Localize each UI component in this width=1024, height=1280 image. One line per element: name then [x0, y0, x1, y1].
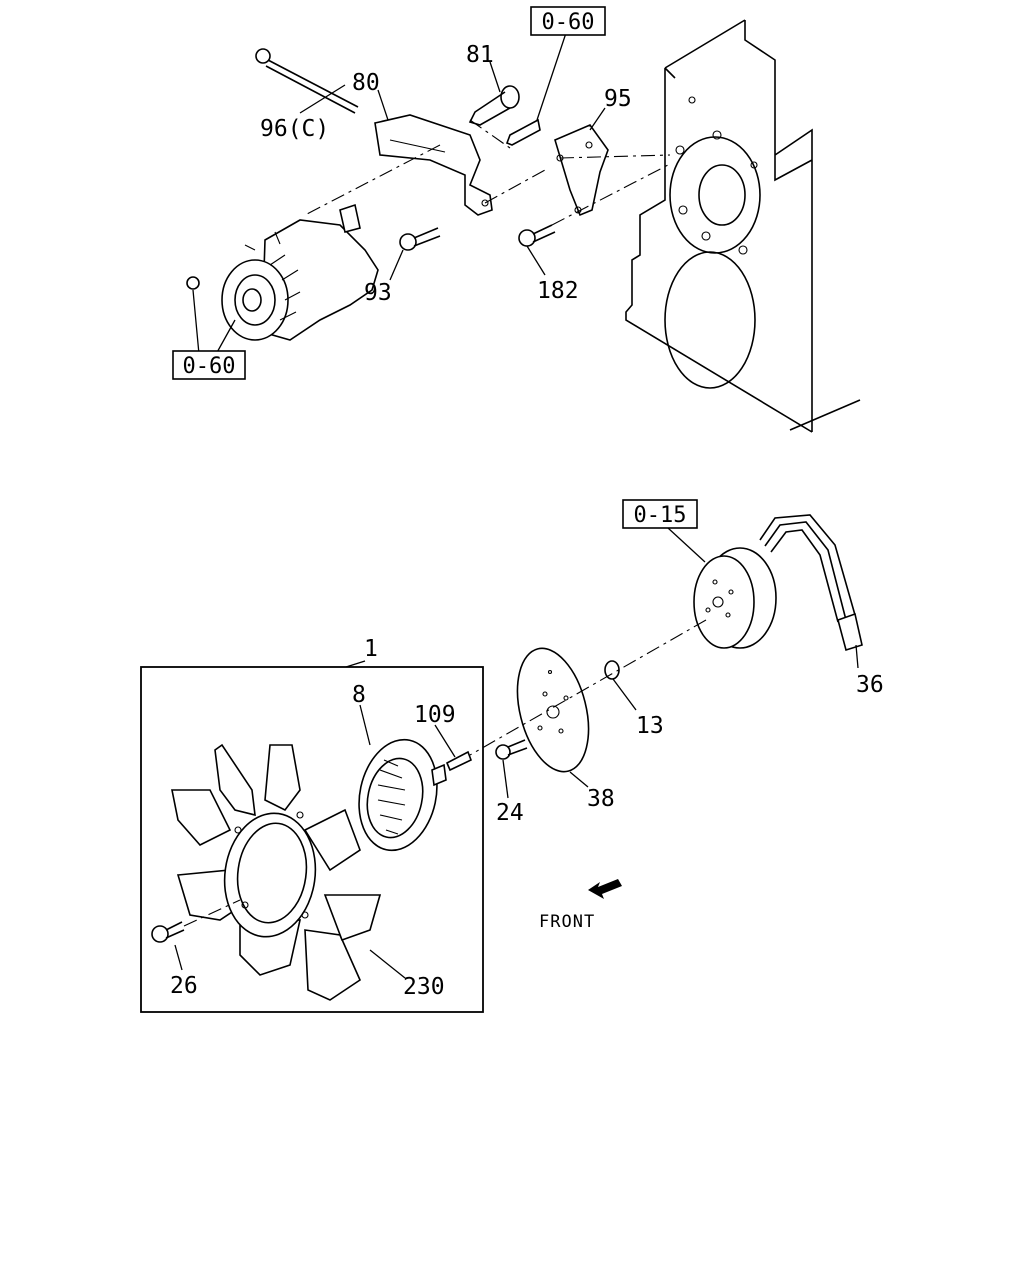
callout-1: 1 — [364, 636, 378, 662]
bolt-81 — [468, 85, 520, 126]
nut-0-60 — [186, 276, 200, 290]
fan-kit-box — [140, 666, 484, 1013]
reference-label: 0-60 — [183, 354, 236, 379]
bolt-26 — [151, 899, 241, 943]
front-arrow-icon — [588, 879, 622, 899]
callout-96c: 96(C) — [260, 116, 329, 142]
bolt-182 — [518, 224, 556, 247]
reference-label: 0-15 — [634, 503, 687, 528]
bracket-80 — [374, 114, 493, 216]
bolt-96c — [255, 48, 359, 114]
spacer-38 — [516, 647, 590, 773]
bracket-95 — [554, 124, 609, 217]
callout-36: 36 — [856, 672, 884, 698]
callout-24: 24 — [496, 800, 524, 826]
reference-box-top: 0-60 — [530, 6, 606, 36]
callout-81: 81 — [466, 42, 494, 68]
callout-95: 95 — [604, 86, 632, 112]
callout-26: 26 — [170, 973, 198, 999]
front-label: FRONT — [539, 912, 595, 932]
callout-109: 109 — [414, 702, 456, 728]
callout-8: 8 — [352, 682, 366, 708]
belt-36 — [759, 514, 863, 652]
reference-label: 0-60 — [542, 10, 595, 35]
bolt-93 — [399, 227, 441, 251]
reference-box-left: 0-60 — [172, 350, 246, 380]
bolt-24 — [495, 739, 528, 760]
reference-box-pulley: 0-15 — [622, 499, 698, 529]
stud-0-60 — [505, 118, 541, 146]
callout-93: 93 — [364, 280, 392, 306]
callout-230: 230 — [403, 974, 445, 1000]
callout-13: 13 — [636, 713, 664, 739]
callout-80: 80 — [352, 70, 380, 96]
stud-109 — [445, 750, 473, 772]
callout-38: 38 — [587, 786, 615, 812]
fan-clutch-8 — [358, 738, 447, 852]
pulley — [693, 547, 777, 649]
callout-182: 182 — [537, 278, 579, 304]
pump-assembly — [221, 203, 379, 341]
fan-230 — [171, 743, 382, 1001]
engine-block — [625, 19, 861, 433]
